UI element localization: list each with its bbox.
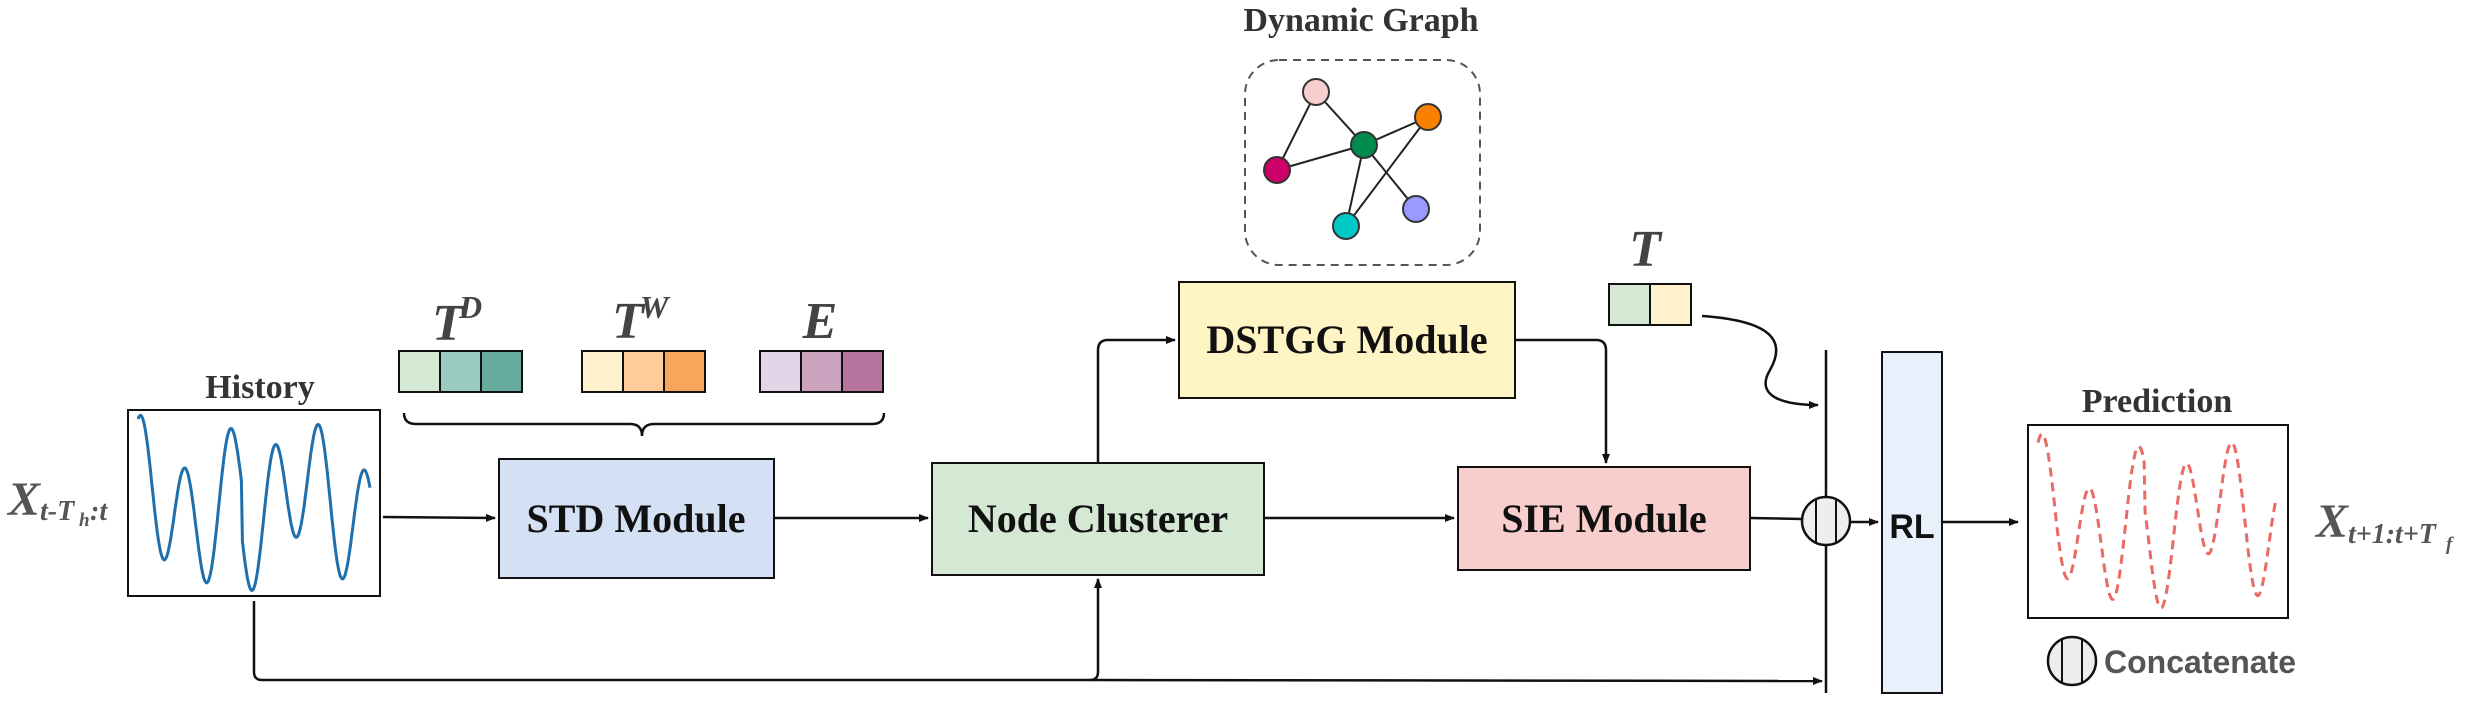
dstgg-to-sie-arrow <box>1515 338 1610 464</box>
input-label-sub: t-T <box>40 496 76 527</box>
dynamic-graph-title: Dynamic Graph <box>1243 2 1478 39</box>
rl-module: RL <box>1881 351 1943 694</box>
node-clusterer-module: Node Clusterer <box>931 462 1265 576</box>
history-skip-to-clusterer <box>252 578 1102 682</box>
input-variable-label: X t-T h :t <box>6 473 108 531</box>
embedding-td-cell <box>480 350 523 393</box>
embedding-tw-cell <box>663 350 706 393</box>
concatenate-legend-label: Concatenate <box>2104 644 2296 680</box>
input-label-tail: :t <box>90 496 108 527</box>
embedding-tw: T W <box>581 289 706 393</box>
dstgg-module-box <box>1178 281 1516 399</box>
graph-node-orange <box>1414 103 1442 131</box>
dynamic-graph-nodes <box>1263 78 1442 240</box>
dstgg-module: DSTGG Module <box>1178 281 1516 399</box>
embedding-tw-label: T <box>612 293 646 350</box>
embedding-tw-cell <box>581 350 624 393</box>
history-to-std-arrow <box>382 513 496 522</box>
embedding-t-cell <box>1649 283 1692 326</box>
embedding-brace <box>402 412 886 437</box>
connections <box>252 314 2019 693</box>
graph-node-pink <box>1302 78 1330 106</box>
graph-node-magenta <box>1263 156 1291 184</box>
history-title: History <box>205 369 315 406</box>
dynamic-graph-frame <box>1244 59 1481 266</box>
graph-edge <box>1276 144 1365 171</box>
output-label-sub: t+1:t+T <box>2348 519 2438 550</box>
embedding-e: E <box>759 293 884 393</box>
embedding-e-cell <box>800 350 843 393</box>
embedding-tw-superscript: W <box>640 289 671 325</box>
concatenate-symbol <box>1800 495 1852 547</box>
prediction-title: Prediction <box>2082 383 2233 420</box>
prediction-plot-frame <box>2027 424 2289 619</box>
graph-node-cyan <box>1332 212 1360 240</box>
embedding-e-cell <box>759 350 802 393</box>
sie-module-box <box>1457 466 1751 571</box>
embedding-e-cell <box>841 350 884 393</box>
embedding-td-cell <box>398 350 441 393</box>
embedding-td: T D <box>398 289 523 393</box>
embedding-td-superscript: D <box>458 289 482 325</box>
output-variable-label: X t+1:t+T f <box>2314 495 2454 555</box>
history-plot-frame <box>127 409 381 597</box>
node-clusterer-label: Node Clusterer <box>968 496 1228 541</box>
rl-module-label: RL <box>1889 508 1934 546</box>
dstgg-module-label: DSTGG Module <box>1206 317 1487 362</box>
input-label-subsub: h <box>79 510 90 531</box>
output-label-main: X <box>2314 495 2349 548</box>
std-module: STD Module <box>498 458 775 579</box>
graph-edge <box>1276 91 1317 171</box>
output-label-subsub: f <box>2446 534 2454 555</box>
history-skip-to-concat <box>1089 676 1823 685</box>
std-module-box <box>498 458 775 579</box>
clusterer-to-dstgg-arrow <box>1096 336 1176 463</box>
sie-module: SIE Module <box>1457 466 1751 571</box>
embedding-tw-cell <box>622 350 665 393</box>
embedding-t: T <box>1608 221 1692 326</box>
sie-to-concat-line <box>1749 516 1803 521</box>
sie-module-label: SIE Module <box>1501 496 1707 541</box>
rl-module-box <box>1881 351 1943 694</box>
t-to-concat-arrow <box>1701 314 1819 409</box>
graph-node-purple <box>1402 195 1430 223</box>
graph-edge <box>1345 116 1429 227</box>
legend-concatenate: Concatenate <box>2046 635 2296 687</box>
node-clusterer-box <box>931 462 1265 576</box>
prediction-wave <box>2036 432 2278 610</box>
embedding-td-label: T <box>432 295 466 352</box>
embedding-td-cell <box>439 350 482 393</box>
concatenate-legend-icon <box>2046 635 2098 687</box>
embedding-e-label: E <box>802 293 838 350</box>
history-wave <box>136 413 372 593</box>
graph-node-green <box>1350 131 1378 159</box>
embedding-t-cell <box>1608 283 1651 326</box>
embedding-t-label: T <box>1629 221 1663 278</box>
input-label-main: X <box>6 473 41 526</box>
std-module-label: STD Module <box>527 496 746 541</box>
